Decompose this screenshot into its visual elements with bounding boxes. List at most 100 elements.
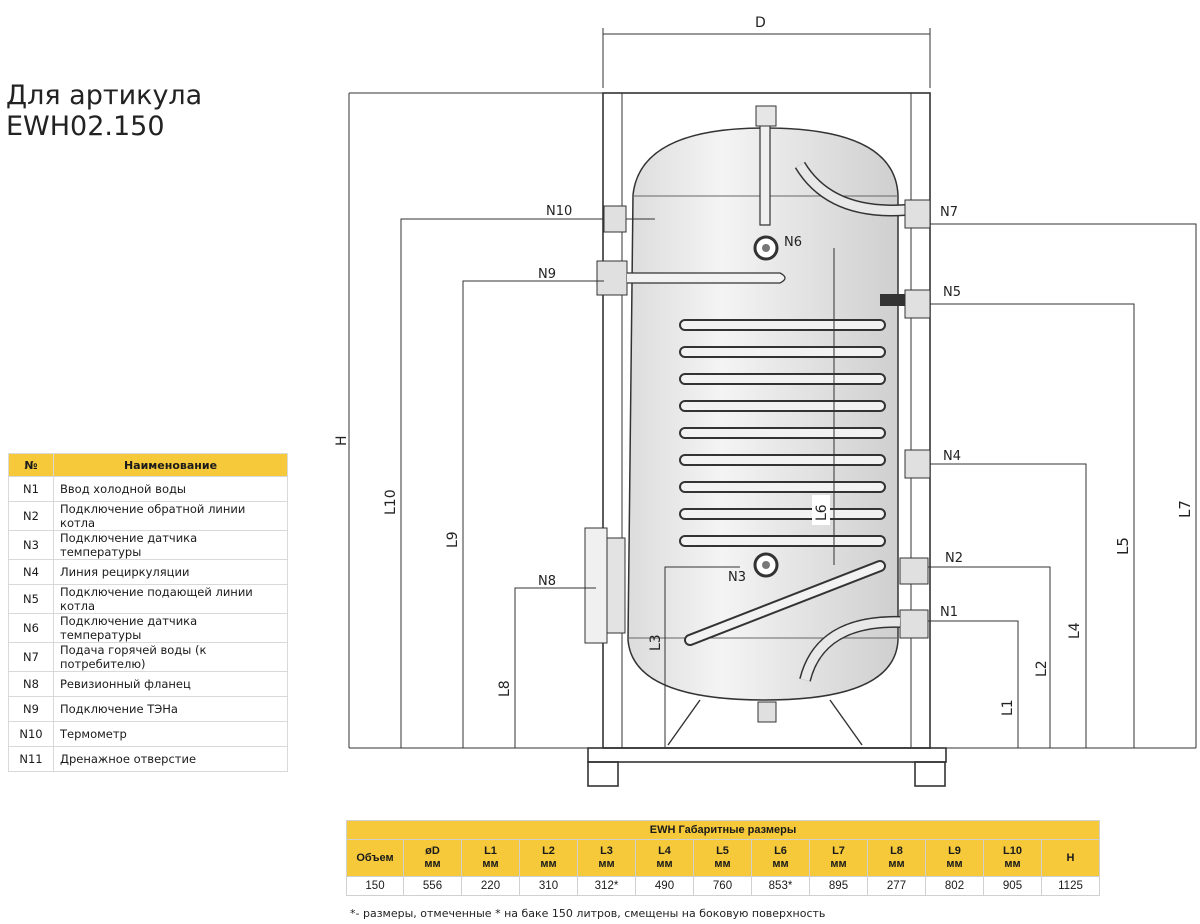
n1-fitting [899, 609, 929, 639]
legend-num: N6 [8, 613, 54, 643]
dims-header-line1: L4 [658, 845, 671, 857]
label-l8: L8 [497, 680, 513, 697]
dims-header-unit: мм [482, 858, 499, 870]
dims-header-unit: мм [1004, 858, 1021, 870]
label-d: D [755, 15, 766, 31]
n8-flange [584, 527, 608, 644]
n7-pipe-fill [796, 162, 906, 215]
title-line-2: EWH02.150 [6, 111, 165, 142]
label-l2: L2 [1034, 660, 1050, 677]
footnote: *- размеры, отмеченные * на баке 150 лит… [350, 907, 826, 920]
label-n4: N4 [943, 449, 961, 464]
dims-value: 895 [809, 876, 868, 896]
label-l9: L9 [445, 531, 461, 548]
legend-name: Подключение обратной линии котла [53, 501, 288, 531]
n3-sensor-core [762, 561, 770, 569]
dims-value: 802 [925, 876, 984, 896]
label-l5: L5 [1114, 537, 1132, 555]
n8-flange-body [606, 537, 626, 634]
label-l7: L7 [1176, 500, 1194, 518]
dims-value: 490 [635, 876, 694, 896]
dims-header-line1: øD [425, 845, 440, 857]
legend-name: Подача горячей воды (к потребителю) [53, 642, 288, 672]
label-n6: N6 [784, 235, 802, 250]
drain-fitting [757, 701, 777, 723]
heating-element [627, 272, 786, 284]
left-dimension-lines [400, 218, 740, 748]
label-l4: L4 [1067, 622, 1083, 639]
dims-header-line1: L2 [542, 845, 555, 857]
n7-fitting [904, 199, 931, 229]
n1-pipe-fill [800, 617, 901, 682]
legend-name: Ввод холодной воды [53, 476, 288, 502]
label-l1: L1 [1000, 699, 1016, 716]
n5-fitting [904, 289, 931, 319]
label-l6: L6 [814, 504, 830, 521]
label-l10: L10 [383, 489, 399, 515]
legend-name: Ревизионный фланец [53, 671, 288, 697]
legend-num: N11 [8, 746, 54, 772]
legend-header-name: Наименование [53, 453, 288, 477]
dims-values-row: 150 556 220 310 312* 490 760 853* 895 27… [346, 876, 1100, 896]
label-n5: N5 [943, 285, 961, 300]
n10-fitting [603, 205, 627, 233]
dims-header-line1: L6 [774, 845, 787, 857]
dims-header: Объем [346, 839, 404, 877]
dims-header-line1: L8 [890, 845, 903, 857]
dims-header-line1: L3 [600, 845, 613, 857]
heat-exchanger-coil-fill [681, 321, 884, 545]
n2-fitting [899, 557, 929, 585]
dims-value: 150 [346, 876, 404, 896]
dims-header-line1: L9 [948, 845, 961, 857]
legend-name: Дренажное отверстие [53, 746, 288, 772]
dims-header-unit: мм [540, 858, 557, 870]
dims-header-unit: мм [714, 858, 731, 870]
dims-value: 853* [751, 876, 810, 896]
label-n10: N10 [546, 204, 572, 219]
legend-num: N8 [8, 671, 54, 697]
dims-value: 312* [577, 876, 636, 896]
legend-num: N5 [8, 584, 54, 614]
dims-header-unit: мм [888, 858, 905, 870]
legend-name: Подключение подающей линии котла [53, 584, 288, 614]
label-n9: N9 [538, 267, 556, 282]
top-fitting [755, 105, 777, 127]
dims-header-line1: L5 [716, 845, 729, 857]
dims-value: 220 [461, 876, 520, 896]
dims-header-line1: Объем [356, 851, 394, 864]
right-dimension-lines [928, 223, 1197, 749]
legend-name: Линия рециркуляции [53, 559, 288, 585]
label-n3: N3 [728, 570, 746, 585]
dims-value: 760 [693, 876, 752, 896]
dims-value: 556 [403, 876, 462, 896]
n9-fitting [596, 260, 628, 296]
legend-num: N2 [8, 501, 54, 531]
dims-header-line1: L1 [484, 845, 497, 857]
label-n1: N1 [940, 605, 958, 620]
legend-name: Термометр [53, 721, 288, 747]
dims-value: 905 [983, 876, 1042, 896]
legend-header-num: № [8, 453, 54, 477]
dims-value: 277 [867, 876, 926, 896]
